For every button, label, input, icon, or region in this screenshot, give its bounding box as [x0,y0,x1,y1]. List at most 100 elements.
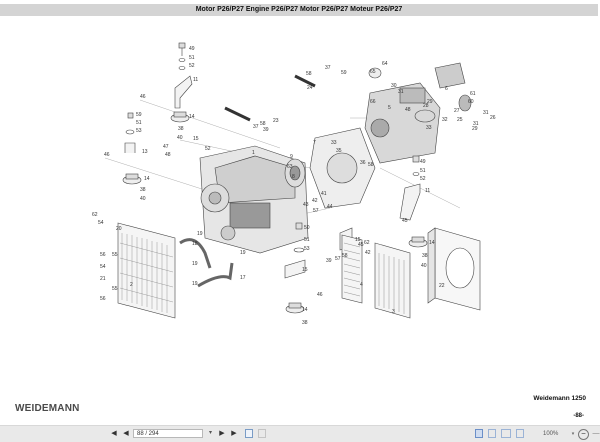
minus-icon: − [581,429,586,438]
skip-forward-icon: ▶​ [231,430,237,437]
zoom-dropdown-arrow[interactable]: ▾ [571,431,575,437]
part-callout: 15 [355,237,361,243]
part-callout: 44 [327,204,333,210]
part-callout: 28 [423,103,429,109]
first-page-button[interactable]: ◀​ [110,429,118,439]
part-callout: 48 [165,152,171,158]
part-callout: 51 [189,55,195,61]
part-callout: 32 [442,117,448,123]
part-callout: 39 [263,127,269,133]
part-callout: 14 [302,307,308,313]
two-page-view-button[interactable] [501,429,511,438]
part-callout: 53 [304,246,310,252]
extract-page-button[interactable] [258,429,266,438]
part-callout: 20 [116,226,122,232]
part-callout: 9 [290,154,293,160]
part-callout: 29 [472,126,478,132]
part-callout: 37 [325,65,331,71]
part-callout: 48 [405,107,411,113]
two-page-continuous-button[interactable] [516,429,524,438]
zoom-out-button[interactable]: − [578,429,589,440]
part-callout: 13 [142,149,148,155]
part-callout: 8 [292,174,295,180]
part-callout: 14 [429,240,435,246]
part-callout: 50 [304,225,310,231]
part-callout: 39 [326,258,332,264]
part-callout: 35 [336,148,342,154]
part-callout: 7 [313,140,316,146]
part-callout: 26 [490,115,496,121]
part-callout: 21 [100,276,106,282]
part-callout: 62 [364,240,370,246]
part-callout: 38 [302,320,308,326]
next-page-button[interactable]: ▶ [218,429,226,439]
page-title-bar: Motor P26/P27 Engine P26/P27 Motor P26/P… [0,4,598,16]
prev-page-button[interactable]: ◀ [122,429,130,439]
brand-logo: WEIDEMANN [15,403,80,414]
part-callout: 29 [427,99,433,105]
part-callout: 47 [163,144,169,150]
part-callout: 45 [358,242,364,248]
part-callout: 60 [468,99,474,105]
page-number-label: -88- [573,413,584,419]
part-callout: 22 [439,283,445,289]
arrow-left-icon: ◀ [123,430,129,437]
part-callout: 31 [473,121,479,127]
page-number-input[interactable]: 88 / 294 [133,429,203,438]
part-callout: 11 [425,188,430,194]
part-callout: 58 [342,253,348,259]
part-callout: 23 [273,118,279,124]
part-callout: 38 [178,126,184,132]
part-callout: 25 [457,117,463,123]
part-callout: 15 [302,267,308,273]
part-callout: 31 [483,110,489,116]
continuous-view-button[interactable] [488,429,496,438]
part-callout: 66 [370,99,376,105]
part-callout: 19 [192,281,198,287]
part-callout: 14 [144,176,150,182]
part-callout: 5 [388,105,391,111]
exploded-parts-diagram: 4951521146143840595153154748521346143840… [92,42,496,326]
part-callout: 19 [192,261,198,267]
rotate-page-button[interactable] [245,429,253,438]
part-callout: 58 [306,71,312,77]
part-callout: 6 [445,86,448,92]
part-callout: 4 [360,282,363,288]
part-callout: 54 [98,220,104,226]
part-callout: 55 [112,286,118,292]
part-callout: 49 [189,46,195,52]
part-callout: 51 [304,237,310,243]
part-callout: 36 [360,160,366,166]
part-callout: 41 [321,191,327,197]
part-callout: 57 [335,256,341,262]
arrow-right-icon: ▶ [219,430,225,437]
part-callout: 40 [177,135,183,141]
zoom-slider[interactable]: — [592,430,600,437]
part-callout: 49 [420,159,426,165]
part-callout: 2 [130,282,133,288]
part-callout: 24 [307,85,313,91]
model-name: Weidemann 1250 [533,395,586,402]
zoom-level[interactable]: 100% [543,431,559,437]
part-callout: 65 [370,69,376,75]
part-callout: 57 [313,208,319,214]
single-page-view-button[interactable] [475,429,483,438]
part-callout: 46 [104,152,110,158]
part-callout: 15 [193,136,199,142]
part-callout: 53 [136,128,142,134]
part-callout: 17 [240,275,246,281]
last-page-button[interactable]: ▶​ [230,429,238,439]
page-dropdown-arrow[interactable]: ▾ [209,430,213,436]
part-callout: 42 [312,198,318,204]
pdf-viewer-toolbar: ◀​ ◀ 88 / 294 ▾ ▶ ▶​ 100% ▾ − — [0,425,600,442]
part-callout: 38 [140,187,146,193]
part-callout: 58 [368,162,374,168]
part-callout: 11 [193,77,198,83]
part-callout: 52 [205,146,211,152]
page-title: Motor P26/P27 Engine P26/P27 Motor P26/P… [195,6,403,13]
part-callout: 33 [331,140,337,146]
part-callout: 1 [252,150,255,156]
part-callout: 38 [422,253,428,259]
pdf-page: Motor P26/P27 Engine P26/P27 Motor P26/P… [0,4,598,419]
part-callout: 54 [100,264,106,270]
